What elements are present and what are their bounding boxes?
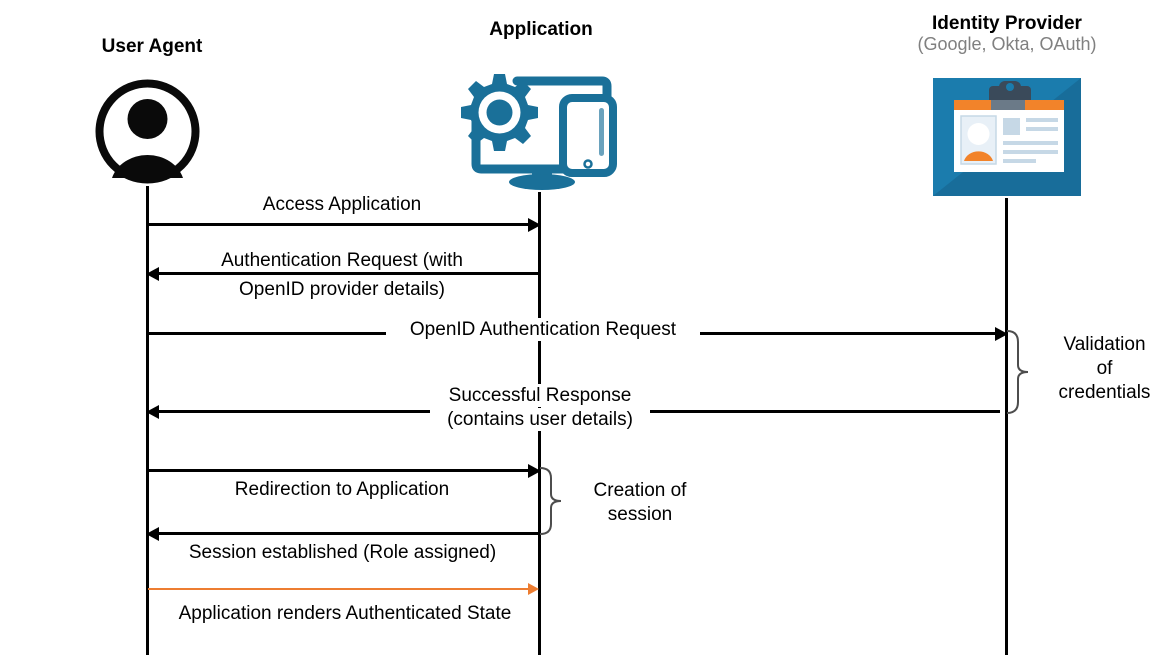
message-line-session-established xyxy=(155,532,540,535)
message-label-redirection-to-application: Redirection to Application xyxy=(178,478,506,502)
message-label-session-established: Session established (Role assigned) xyxy=(175,541,510,565)
note-creation-of-session: Creation of session xyxy=(575,479,705,527)
note-creation-line1: Creation of xyxy=(593,480,687,501)
lifeline-identity-provider xyxy=(1005,198,1008,655)
actor-title-user-agent: User Agent xyxy=(52,36,252,57)
arrow-head-authentication-request xyxy=(146,267,159,281)
monitor-gear-mobile-icon xyxy=(453,68,628,193)
message-label-successful-response-line2: (contains user details) xyxy=(430,408,650,432)
message-label-openid-authentication-request: OpenID Authentication Request xyxy=(386,318,700,342)
message-line-redirection-to-application xyxy=(148,469,533,472)
message-line-authentication-request xyxy=(155,272,540,275)
user-circle-icon xyxy=(95,79,200,184)
arrow-head-openid-authentication-request xyxy=(995,327,1008,341)
message-line-application-renders-authenticated-state xyxy=(148,588,532,590)
message-label-authentication-request-line2: OpenID provider details) xyxy=(178,278,506,302)
arrow-head-redirection-to-application xyxy=(528,464,541,478)
arrow-head-application-renders-authenticated-state xyxy=(528,583,539,595)
lifeline-user-agent xyxy=(146,186,149,655)
brace-creation-of-session xyxy=(539,466,565,536)
message-label-application-renders-authenticated-state: Application renders Authenticated State xyxy=(160,602,530,626)
brace-validation-of-credentials xyxy=(1006,329,1032,415)
actor-title-application: Application xyxy=(441,19,641,40)
actor-title-identity-provider: Identity Provider (Google, Okta, OAuth) xyxy=(907,13,1107,54)
id-badge-icon xyxy=(933,78,1081,196)
note-validation-line3: credentials xyxy=(1058,381,1151,403)
arrow-head-access-application xyxy=(528,218,541,232)
message-label-access-application: Access Application xyxy=(178,193,506,217)
message-line-access-application xyxy=(148,223,533,226)
note-validation-line2: of xyxy=(1096,357,1113,379)
actor-title-application-text: Application xyxy=(489,19,593,40)
note-validation-of-credentials: Validation of credentials xyxy=(1036,333,1173,404)
note-creation-line2: session xyxy=(607,503,673,525)
message-label-successful-response-line1: Successful Response xyxy=(430,384,650,408)
actor-title-identity-provider-text: Identity Provider xyxy=(932,13,1082,34)
message-label-authentication-request-line1: Authentication Request (with xyxy=(178,249,506,273)
actor-title-user-agent-text: User Agent xyxy=(101,36,203,57)
arrow-head-successful-response xyxy=(146,405,159,419)
actor-subtitle-identity-provider: (Google, Okta, OAuth) xyxy=(917,34,1097,55)
note-validation-line1: Validation xyxy=(1063,334,1146,355)
arrow-head-session-established xyxy=(146,527,159,541)
